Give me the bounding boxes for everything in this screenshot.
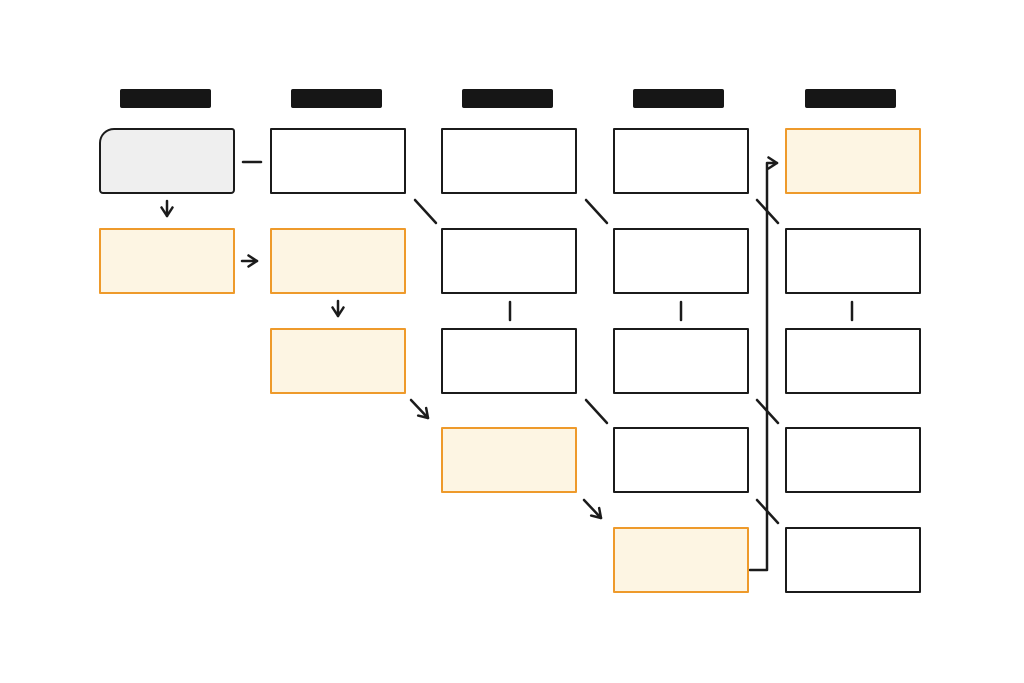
flow-node-c2r3	[270, 328, 406, 394]
flow-node-start	[99, 128, 235, 194]
flow-node-c2r2	[270, 228, 406, 294]
flow-node-c4r3	[613, 328, 749, 394]
flow-node-c3r3	[441, 328, 577, 394]
column-2-header-bar	[291, 89, 382, 108]
flow-node-c3r2	[441, 228, 577, 294]
flow-node-c2r1	[270, 128, 406, 194]
flow-node-c4r1	[613, 128, 749, 194]
column-1-header-bar	[120, 89, 211, 108]
column-3-header-bar	[462, 89, 553, 108]
flow-node-c4r5	[613, 527, 749, 593]
flow-node-c5r2	[785, 228, 921, 294]
flow-node-c5r4	[785, 427, 921, 493]
flow-node-c3r1	[441, 128, 577, 194]
flow-node-c5r5	[785, 527, 921, 593]
flow-node-c4r2	[613, 228, 749, 294]
column-5-header-bar	[805, 89, 896, 108]
flow-node-c5r1	[785, 128, 921, 194]
flow-node-c5r3	[785, 328, 921, 394]
flow-node-c4r4	[613, 427, 749, 493]
flow-node-c1r2	[99, 228, 235, 294]
flow-node-c3r4	[441, 427, 577, 493]
column-4-header-bar	[633, 89, 724, 108]
